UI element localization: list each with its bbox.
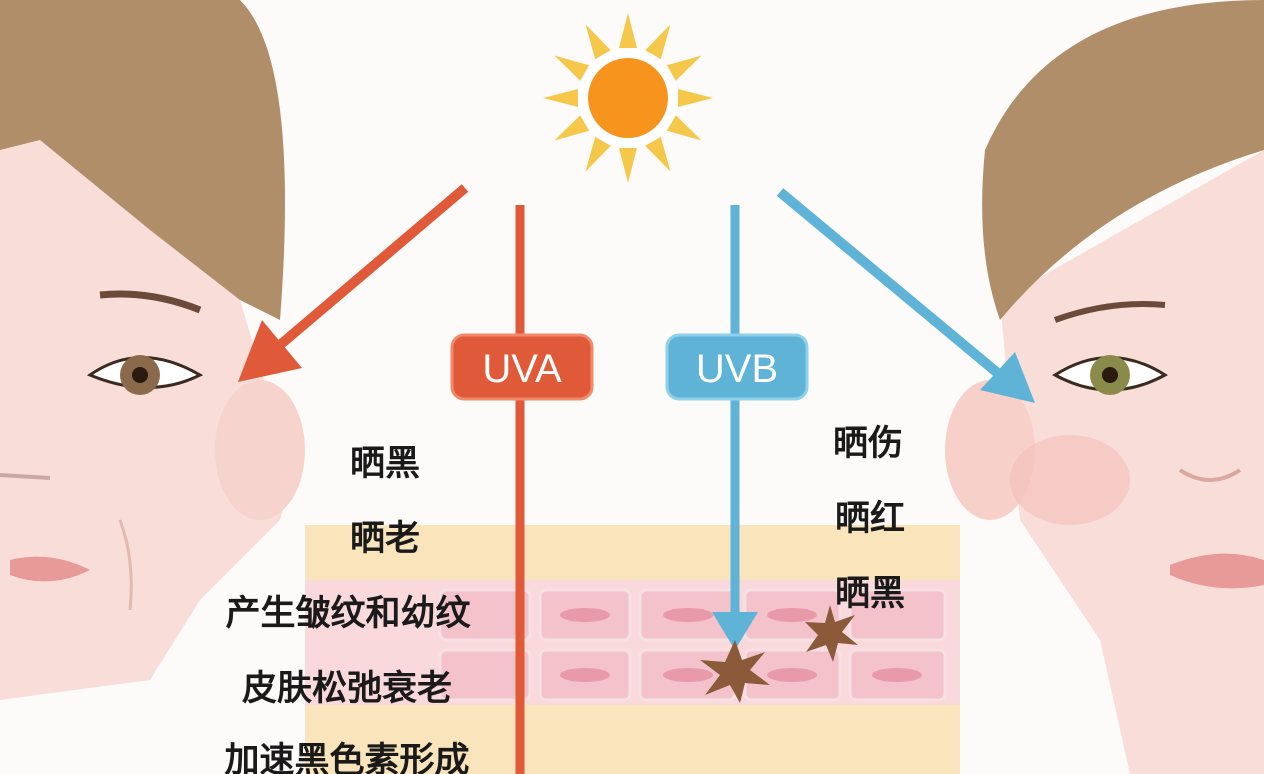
sun-ray xyxy=(645,136,671,172)
uva-badge: UVA xyxy=(450,333,594,401)
uvb-diagonal-arrowhead-icon xyxy=(980,352,1035,403)
uvb-effect: 晒伤 xyxy=(833,424,903,464)
uvb-badge: UVB xyxy=(665,333,809,401)
uva-effect: 晒老 xyxy=(350,519,420,559)
uvb-ray xyxy=(712,188,1035,650)
left-face-aged xyxy=(0,0,305,700)
uvb-effects-list: 晒伤 晒红 晒黑 xyxy=(833,424,905,614)
uvb-effect: 晒黑 xyxy=(835,574,905,614)
uvb-arrowhead-icon xyxy=(712,612,758,650)
uva-effects-list: 晒黑 晒老 产生皱纹和幼纹 皮肤松弛衰老 加速黑色素形成 xyxy=(224,444,471,774)
sun-icon xyxy=(543,13,713,183)
sun-ray xyxy=(585,136,611,172)
uva-effect: 产生皱纹和幼纹 xyxy=(225,594,471,634)
sun-ray xyxy=(666,115,702,141)
sun-ray xyxy=(678,89,713,107)
sun-ray xyxy=(645,24,671,60)
sun-ray xyxy=(619,13,637,48)
sun-ray xyxy=(543,89,578,107)
sun-ray xyxy=(619,148,637,183)
uva-label: UVA xyxy=(482,347,562,391)
uva-effect: 加速黑色素形成 xyxy=(224,741,469,774)
melanin-burst-icon xyxy=(805,605,858,662)
skin-layers-diagram xyxy=(305,525,960,774)
uvb-label: UVB xyxy=(696,347,778,391)
right-face-sunburned xyxy=(945,0,1264,774)
sun-ray xyxy=(666,55,702,81)
uva-effect: 皮肤松弛衰老 xyxy=(242,669,452,709)
uva-ray xyxy=(238,184,525,774)
uva-effect: 晒黑 xyxy=(350,444,420,484)
sun-ray xyxy=(554,55,590,81)
uva-arrowhead-icon xyxy=(238,320,302,382)
melanin-burst-icon xyxy=(700,640,770,703)
sun-ray xyxy=(585,24,611,60)
sun-ray xyxy=(554,115,590,141)
uvb-effect: 晒红 xyxy=(835,499,905,539)
